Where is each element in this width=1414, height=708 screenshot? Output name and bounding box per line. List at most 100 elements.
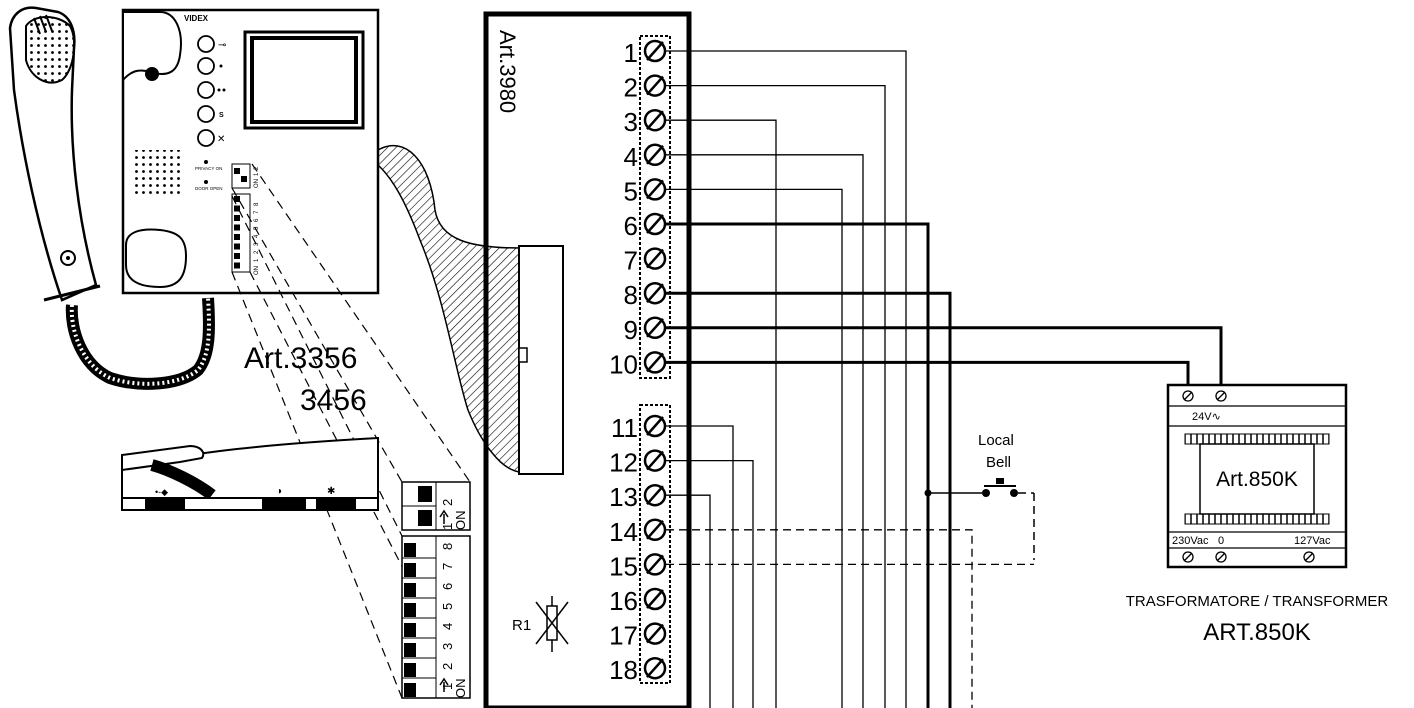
dip-small-switch-1[interactable] [418, 486, 432, 502]
wire [666, 222, 930, 708]
monitor-dip-large-5: 5 [254, 226, 260, 230]
privacy-label: PRIVACY ON [195, 166, 222, 171]
wires [666, 50, 1223, 708]
wire [666, 119, 777, 708]
terminal-number: 6 [624, 211, 638, 241]
monitor-dip-large-4: 4 [254, 234, 260, 238]
transformer-24v: 24V∿ [1192, 411, 1221, 423]
dip-large-switch[interactable] [404, 643, 416, 657]
monitor-dip-large-7: 7 [254, 210, 260, 214]
wire [666, 154, 864, 708]
terminal-number: 1 [624, 38, 638, 68]
dip-small-1: 1 [440, 523, 455, 530]
transformer-art: ART.850K [1203, 619, 1311, 646]
dot-icon [219, 64, 223, 68]
transformer-caption: TRASFORMATORE / TRANSFORMER [1126, 593, 1389, 610]
monitor-dip-switch [234, 205, 240, 212]
s-button[interactable] [197, 105, 215, 123]
terminal-number: 4 [624, 142, 638, 172]
dip-large-3: 3 [440, 643, 455, 650]
privacy-led-icon [204, 160, 208, 164]
dip-large-4: 4 [440, 623, 455, 630]
dip-large-on: ON [453, 679, 468, 699]
monitor-dip-switch [234, 243, 240, 250]
monitor-dip-small-on: ON [254, 179, 260, 188]
monitor-dip-large-3: 3 [254, 242, 260, 246]
terminal-number: 15 [609, 551, 638, 581]
terminal-number: 3 [624, 107, 638, 137]
key-icon: ⊸ [218, 40, 226, 51]
dip-large-switch[interactable] [404, 583, 416, 597]
resistor-label: R1 [512, 617, 531, 634]
monitor-brand: VIDEX [184, 14, 209, 23]
dip-large-switch[interactable] [404, 623, 416, 637]
terminal-number: 2 [624, 73, 638, 103]
monitor-dip-large-2: 2 [254, 250, 260, 254]
mute-button[interactable] [197, 129, 215, 147]
wire [666, 326, 1223, 390]
local-bell-line2: Bell [986, 454, 1011, 471]
dip-large-switch[interactable] [404, 603, 416, 617]
ribbon-cable [377, 144, 521, 473]
wire [666, 459, 754, 708]
wire [666, 84, 886, 708]
dip-large-switch[interactable] [404, 663, 416, 677]
dip-large-5: 5 [440, 603, 455, 610]
monitor: VIDEX ⊸ S ✕ PRIVACY ON DOOR OPEN [121, 8, 380, 295]
dip-large-1: 1 [440, 683, 455, 690]
terminal-number: 7 [624, 246, 638, 276]
monitor-dip-switches: ON 1 2 ON 1 2 3 4 5 6 7 8 [231, 163, 260, 275]
monitor-dip-large-6: 6 [254, 218, 260, 222]
monitor-dip-small-2: 2 [254, 166, 260, 170]
handset [8, 6, 101, 302]
model-label-line2: 3456 [300, 384, 367, 417]
phone-handset-icon: •-◆ [155, 487, 168, 497]
door-open-label: DOOR OPEN [195, 186, 223, 191]
dip-small-switch-2[interactable] [418, 510, 432, 526]
terminal-number: 8 [624, 280, 638, 310]
dip-large-8: 8 [440, 543, 455, 550]
dip-small-arrow-icon [439, 509, 449, 524]
s-label: S [219, 112, 224, 119]
wire [666, 425, 734, 708]
dot-icon [222, 88, 226, 92]
monitor-dip-switch [234, 196, 240, 202]
wire [666, 360, 1190, 390]
wire [666, 291, 952, 708]
terminal-number: 12 [609, 448, 638, 478]
door-key-button[interactable] [197, 35, 215, 53]
aux1-button[interactable] [197, 57, 215, 75]
monitor-dip-switch [234, 224, 240, 231]
dip-small-on: ON [453, 511, 468, 531]
dip-large-switch[interactable] [404, 563, 416, 577]
local-bell: Local Bell [924, 432, 1035, 560]
dip-small-2: 2 [440, 499, 455, 506]
monitor-dip-switch [234, 215, 240, 221]
monitor-dip-large-1: 1 [254, 258, 260, 262]
wire [666, 50, 907, 708]
monitor-dip-switch [234, 262, 240, 269]
monitor-dip-large-8: 8 [254, 202, 260, 206]
aux2-button[interactable] [197, 81, 215, 99]
monitor-dip-small-1: 1 [254, 172, 260, 176]
monitor-dip-large-on: ON [254, 266, 260, 275]
terminal-number: 18 [609, 655, 638, 685]
terminal-number: 13 [609, 482, 638, 512]
dip-large-2: 2 [440, 663, 455, 670]
desk-phone: •-◆ ◑ ✱ [121, 436, 379, 511]
wire [666, 494, 711, 708]
terminal-number: 9 [624, 315, 638, 345]
terminal-number: 11 [611, 413, 638, 443]
dip-large-6: 6 [440, 583, 455, 590]
terminal-number: 16 [609, 586, 638, 616]
local-bell-line1: Local [978, 432, 1014, 449]
dip-large-switch[interactable] [404, 683, 416, 697]
transformer-230v: 230Vac [1172, 535, 1209, 547]
monitor-dip-switch [234, 234, 240, 240]
dip-large-switch[interactable] [404, 543, 416, 557]
resistor-r1: R1 [512, 596, 569, 652]
phone-star-icon: ✱ [327, 486, 335, 497]
monitor-dip-switch [234, 253, 240, 259]
